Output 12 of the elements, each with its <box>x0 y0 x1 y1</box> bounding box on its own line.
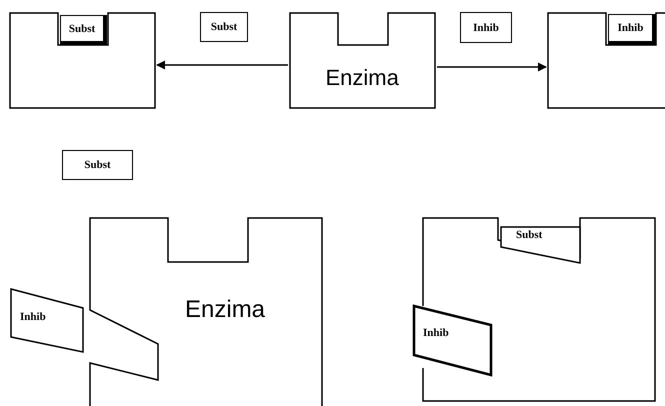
molecule-block: Inhib <box>460 12 512 43</box>
enzyme-label: Enzima <box>326 65 399 91</box>
enzyme-label: Enzima <box>185 296 266 324</box>
molecule-block: Subst <box>62 150 133 180</box>
arrow <box>156 60 288 70</box>
molecule-label: Subst <box>516 229 542 241</box>
molecule-label: Inhib <box>423 327 449 339</box>
molecule-block: Inhib <box>608 14 656 45</box>
arrow <box>437 62 547 72</box>
molecule-block: Subst <box>200 12 248 42</box>
molecule-block: Subst <box>60 15 107 45</box>
molecule-label: Inhib <box>20 311 46 323</box>
